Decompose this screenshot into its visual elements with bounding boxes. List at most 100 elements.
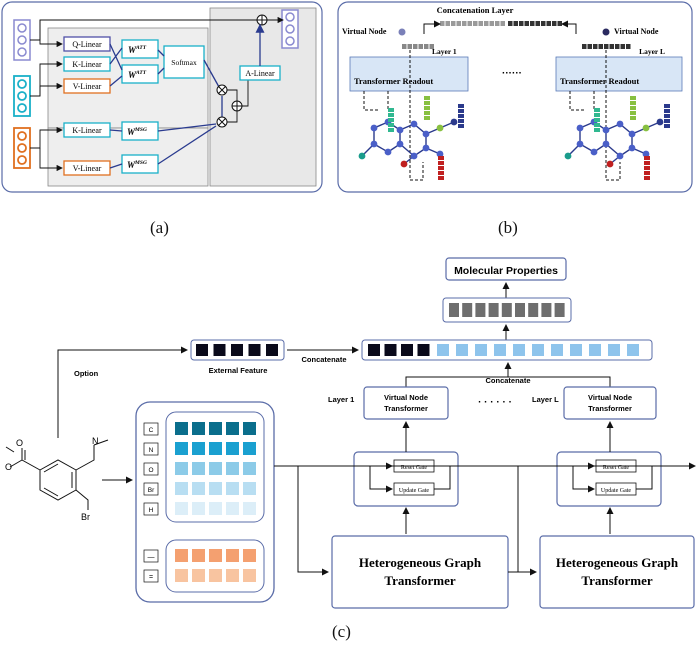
- feature-bar-cell: [458, 114, 464, 118]
- feature-bar-cell: [664, 119, 670, 123]
- graph-node: [576, 124, 584, 132]
- graph-node: [436, 150, 444, 158]
- v-linear-msg-label: V-Linear: [73, 164, 102, 173]
- reset-gate-1-label: Reset Gate: [401, 465, 427, 471]
- feature-bar-cell: [594, 128, 600, 132]
- panel-a: Q-Linear K-Linear V-Linear K-Linear V-Li…: [1, 1, 323, 193]
- atom-label: Br: [148, 487, 155, 494]
- concatenate-label-top: Concatenate: [301, 355, 346, 364]
- bond-feature-cell: [175, 569, 188, 582]
- bond-labels: —=: [143, 549, 159, 583]
- atom-feature-cell: [209, 502, 222, 515]
- atom-feature-cell: [226, 482, 239, 495]
- concat-cell: [489, 21, 494, 26]
- molecule-br-label: Br: [81, 512, 90, 522]
- feature-bar-cell: [664, 109, 670, 113]
- graph-node: [642, 124, 650, 132]
- feature-bar-cell: [388, 128, 394, 132]
- bond-label: —: [148, 554, 155, 561]
- source-node-stack-orange: [13, 127, 31, 169]
- concatenate-label-mid: Concatenate: [485, 376, 530, 385]
- atom-feature-cell: [243, 502, 256, 515]
- layer-1-cell: [418, 44, 423, 49]
- virtual-node-label-l: Virtual Node: [614, 27, 659, 36]
- concat-light-cell: [475, 344, 487, 356]
- feature-bar-cell: [630, 111, 636, 115]
- layer-1-cell: [424, 44, 429, 49]
- k-linear-msg-label: K-Linear: [72, 126, 102, 135]
- feature-bar-cell: [438, 176, 444, 180]
- layer-l-cell: [626, 44, 631, 49]
- concat-cell: [530, 21, 535, 26]
- virtual-node-l: [602, 28, 610, 36]
- hgt-1-line-2: Transformer: [384, 573, 455, 588]
- feature-bar-cell: [458, 109, 464, 113]
- feature-bar-cell: [388, 118, 394, 122]
- bond-feature-cell: [226, 549, 239, 562]
- atom-feature-cell: [175, 502, 188, 515]
- concat-cell: [456, 21, 461, 26]
- atom-feature-cell: [192, 422, 205, 435]
- graph-node: [642, 150, 650, 158]
- prediction-cell: [501, 303, 512, 317]
- bond-feature-grid: [175, 549, 256, 582]
- virtual-node-label-1: Virtual Node: [342, 27, 387, 36]
- feature-bar-cell: [424, 101, 430, 105]
- feature-bar-cell: [458, 119, 464, 123]
- virtual-node-transformer-1: [363, 386, 449, 420]
- concat-dark-cell: [417, 344, 430, 356]
- concat-dark-cell: [401, 344, 413, 356]
- concat-light-cell: [532, 344, 544, 356]
- reset-gate-l-label: Reset Gate: [603, 465, 629, 471]
- bond-label-box: [143, 569, 159, 583]
- concat-light-cell: [437, 344, 449, 356]
- layer-l-cell: [620, 44, 625, 49]
- concat-cell: [467, 21, 472, 26]
- external-feature-cell: [196, 344, 208, 356]
- transformer-readout-label-l: Transformer Readout: [560, 76, 639, 86]
- atom-feature-cell: [243, 462, 256, 475]
- bond-feature-cell: [209, 569, 222, 582]
- w-msg-label-1: WMSG: [127, 127, 147, 137]
- feature-bar-cell: [438, 156, 444, 160]
- softmax-box: [163, 45, 205, 79]
- feature-bar-cell: [630, 96, 636, 100]
- source-node-stack-blue: [13, 75, 31, 117]
- virtual-node-1: [398, 28, 406, 36]
- hgt-box-1: [331, 535, 509, 609]
- feature-bar-cell: [424, 111, 430, 115]
- v-linear-label: V-Linear: [73, 82, 102, 91]
- molecular-properties-label: Molecular Properties: [454, 265, 558, 277]
- concat-cell: [462, 21, 467, 26]
- layer-1-cell: [429, 44, 434, 49]
- graph-node: [628, 130, 636, 138]
- atom-feature-grid: [175, 422, 256, 515]
- atom-label-box: [143, 442, 159, 456]
- concat-light-cell: [551, 344, 563, 356]
- panel-c: Molecular Properties External Feature Co…: [5, 257, 696, 609]
- atom-label-box: [143, 482, 159, 496]
- atom-feature-cell: [192, 462, 205, 475]
- hgt-l-line-2: Transformer: [581, 573, 652, 588]
- atom-feature-cell: [192, 502, 205, 515]
- panel-a-agg-lines: [227, 16, 284, 123]
- w-att-label-1: WATT: [128, 45, 147, 55]
- concat-cell: [535, 21, 540, 26]
- feature-bar-cell: [664, 114, 670, 118]
- concatenated-vector-cells: [368, 344, 639, 356]
- molecular-properties-box: [445, 257, 567, 281]
- feature-bar-cell: [644, 176, 650, 180]
- layer-1-label-b: Layer 1: [432, 47, 457, 56]
- atom-feature-cell: [175, 442, 188, 455]
- transformer-readout-box-1: [349, 56, 469, 92]
- feature-bar-cell: [424, 96, 430, 100]
- hgt-box-l: [539, 535, 695, 609]
- concat-cell: [445, 21, 450, 26]
- aggregation-block: [209, 7, 317, 187]
- feature-bar-cell: [458, 124, 464, 128]
- graph-node: [410, 152, 418, 160]
- concat-light-cell: [589, 344, 601, 356]
- atom-feature-cell: [226, 462, 239, 475]
